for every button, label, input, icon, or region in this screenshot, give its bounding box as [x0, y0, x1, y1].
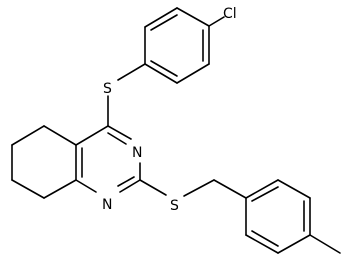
atom-label-sulfur-lower: S: [170, 198, 179, 214]
bond-layer: [11, 7, 341, 254]
bond: [119, 179, 141, 193]
bond: [139, 179, 167, 196]
bond: [11, 179, 45, 199]
bond: [309, 234, 341, 254]
bond: [144, 63, 178, 84]
atom-label-layer: Cl S N N S: [102, 6, 237, 214]
bond: [75, 125, 109, 146]
bond: [117, 63, 146, 81]
bond: [144, 7, 178, 28]
bond: [176, 7, 210, 27]
bond: [245, 234, 279, 254]
bond: [107, 132, 127, 145]
bond: [251, 186, 279, 202]
bond: [75, 179, 97, 193]
atom-label-sulfur-top: S: [103, 81, 112, 97]
bond: [117, 176, 135, 187]
bond: [213, 179, 247, 199]
bond: [43, 125, 77, 146]
bond: [277, 179, 311, 199]
bond: [208, 16, 225, 27]
bond: [107, 125, 132, 140]
bond: [150, 14, 178, 31]
bond: [277, 234, 311, 254]
bond: [183, 179, 215, 197]
bond: [245, 179, 279, 199]
bond: [176, 63, 210, 84]
bond: [11, 125, 45, 146]
bond: [150, 60, 178, 77]
bond: [251, 230, 279, 247]
atom-label-chlorine: Cl: [223, 6, 237, 22]
atom-label-nitrogen-lower: N: [102, 197, 112, 213]
atom-label-nitrogen-upper: N: [132, 145, 142, 161]
bond: [43, 179, 77, 199]
